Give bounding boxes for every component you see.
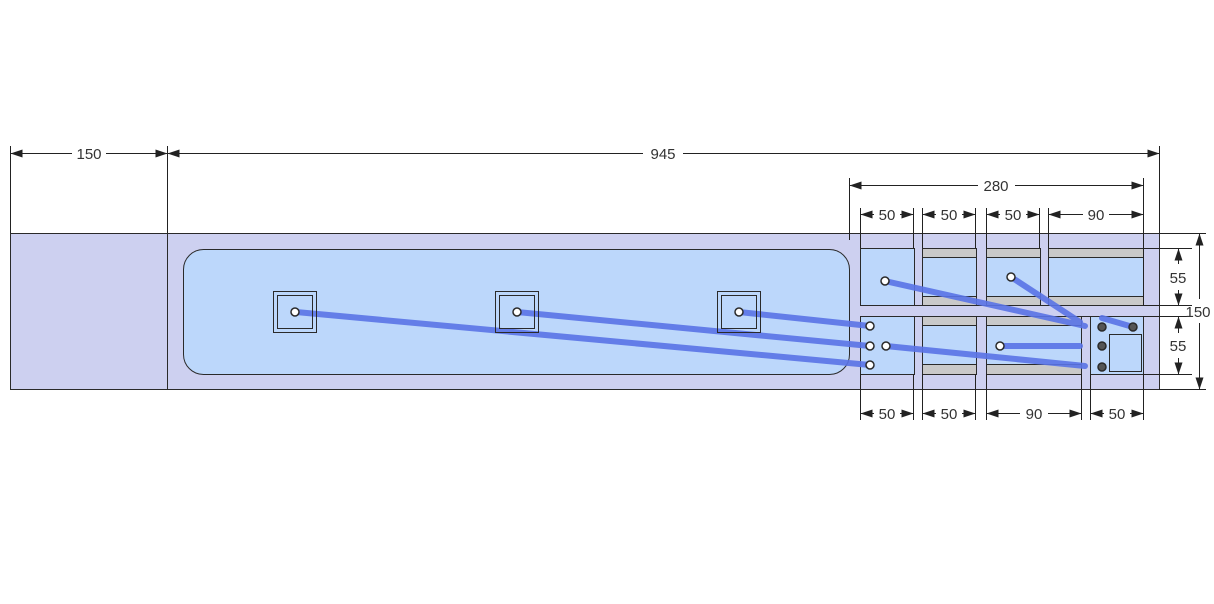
drain-outer [273, 291, 317, 333]
drain-inner [499, 295, 535, 329]
dim-lower-3: 90 [1026, 406, 1043, 423]
filter-box [1109, 334, 1142, 372]
cabinet-port [865, 360, 875, 370]
shelf [986, 364, 1082, 375]
cabinet-port [1006, 272, 1016, 282]
cabinet-port [865, 341, 875, 351]
drain-port [734, 307, 744, 317]
cabinet [860, 248, 1160, 375]
ports [290, 272, 1138, 372]
cabinet-port [880, 276, 890, 286]
dim-upper-4: 90 [1088, 207, 1105, 224]
basin-drains [273, 291, 761, 333]
shelf [922, 364, 977, 375]
pump-port [1097, 362, 1107, 372]
drain-port [290, 307, 300, 317]
dim-upper-1: 50 [879, 207, 896, 224]
pipe [883, 343, 1088, 369]
cabinet-port [865, 321, 875, 331]
dim-cabinet-length: 280 [983, 178, 1008, 195]
drain-port [512, 307, 522, 317]
cabinet-port [881, 341, 891, 351]
dim-lower-1: 50 [879, 406, 896, 423]
dim-upper-row-height: 55 [1170, 270, 1187, 287]
pipe [293, 309, 873, 368]
drain-outer [495, 291, 539, 333]
pipe [1008, 274, 1083, 325]
dim-total-length: 945 [650, 146, 675, 163]
dim-total-height: 150 [1185, 304, 1210, 321]
dim-upper-2: 50 [941, 207, 958, 224]
pump-port [1097, 341, 1107, 351]
drain-inner [721, 295, 757, 329]
left-end-panel [10, 233, 168, 390]
shelf [922, 316, 977, 326]
pipes [293, 274, 1136, 369]
pipe [1099, 315, 1136, 330]
dim-upper-3: 50 [1005, 207, 1022, 224]
dim-lower-4: 50 [1109, 406, 1126, 423]
dim-lower-2: 50 [941, 406, 958, 423]
shelf [922, 248, 977, 258]
dim-left-width: 150 [76, 146, 101, 163]
shelf [1048, 248, 1144, 258]
dim-lower-row-height: 55 [1170, 338, 1187, 355]
pump-port [1128, 322, 1138, 332]
dimension-annotations: 150 945 280 50 50 50 90 50 50 90 [10, 146, 1211, 423]
pipe [514, 309, 873, 349]
pipe [882, 278, 1088, 329]
pump-port [1097, 322, 1107, 332]
cabinet-port [995, 341, 1005, 351]
shelf [1048, 296, 1144, 306]
shelf [986, 248, 1041, 258]
drain-inner [277, 295, 313, 329]
drain-outer [717, 291, 761, 333]
